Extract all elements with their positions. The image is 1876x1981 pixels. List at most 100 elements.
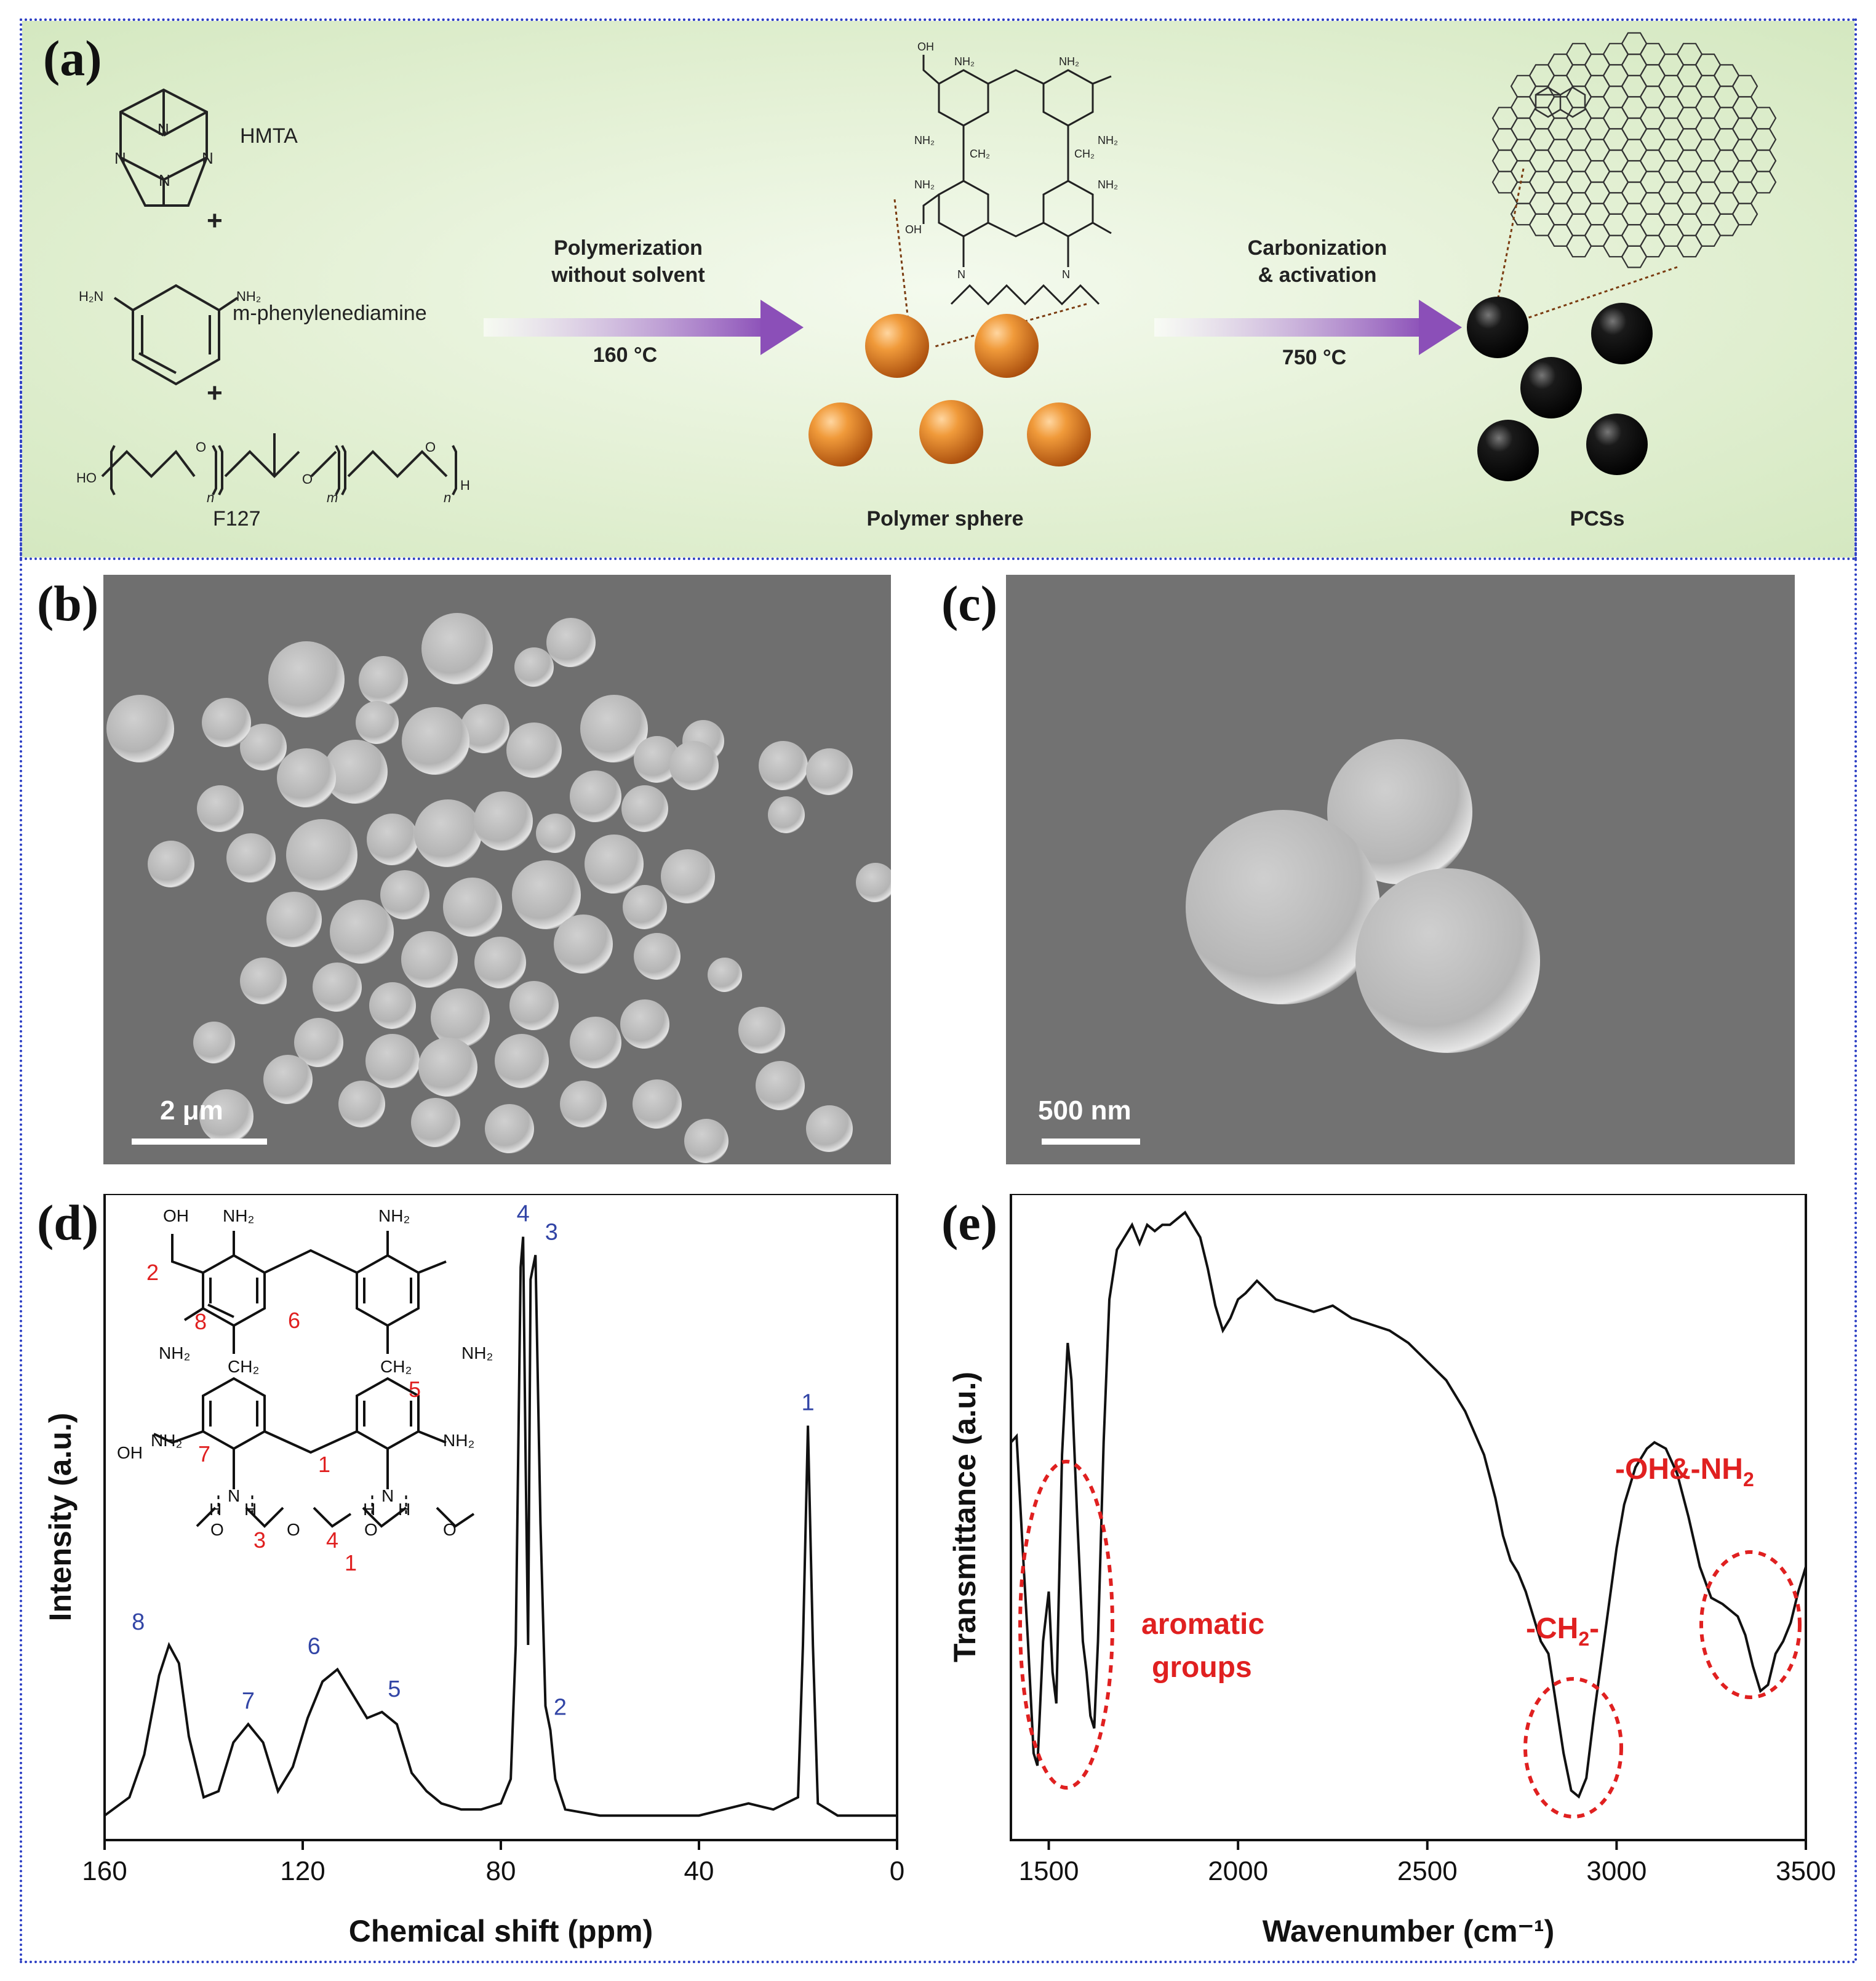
sem-sphere (474, 937, 526, 988)
sem-sphere (202, 698, 251, 747)
sem-sphere (474, 791, 533, 850)
x-tick-label: 80 (486, 1856, 516, 1886)
polymer-zoom-line-2 (932, 303, 1087, 348)
x-tick-label: 2000 (1208, 1856, 1268, 1886)
sem-sphere (380, 870, 429, 919)
sem-sphere (193, 1022, 235, 1063)
plus-sign-2: + (207, 378, 223, 408)
peak-label: 4 (517, 1201, 530, 1227)
sem-sphere (330, 900, 394, 964)
sem-sphere (106, 695, 174, 762)
sem-sphere (418, 1038, 477, 1097)
chart-d-xlabel: Chemical shift (ppm) (349, 1914, 653, 1948)
step1-temp: 160 °C (593, 343, 658, 367)
scale-bar-b (132, 1139, 267, 1145)
polymer-nh2-6: NH₂ (1098, 178, 1118, 191)
chart-d-inset-hbonds (217, 1495, 407, 1517)
inset-n-2: N (381, 1486, 394, 1505)
sem-sphere (633, 1079, 682, 1129)
sem-sphere (148, 841, 194, 887)
inset-nh2-3: NH₂ (159, 1343, 190, 1363)
chart-e-ylabel: Transmittance (a.u.) (948, 1372, 982, 1662)
x-tick-label: 120 (280, 1856, 325, 1886)
inset-ch2-1: CH₂ (228, 1357, 259, 1376)
black-sphere (1520, 357, 1582, 418)
panel-b-sem-image: 2 μm (103, 575, 891, 1164)
sem-sphere (570, 770, 621, 822)
sem-sphere (266, 892, 322, 947)
f127-structure (101, 433, 457, 495)
hmta-n2: N (114, 149, 126, 167)
sem-sphere (554, 914, 613, 974)
peak-label: 7 (242, 1689, 255, 1715)
orange-sphere (919, 400, 983, 464)
panel-b-letter: (b) (37, 575, 99, 631)
inset-num-4: 4 (326, 1527, 338, 1553)
step1-line1: Polymerization (554, 236, 703, 260)
inset-ch2-2: CH₂ (380, 1357, 412, 1376)
carbon-hexagon (1731, 74, 1758, 98)
sem-sphere (634, 736, 681, 783)
mpd-label: m-phenylenediamine (233, 302, 427, 325)
inset-nh2-5: NH₂ (151, 1431, 182, 1450)
carbon-hexagon (1731, 181, 1758, 204)
peak-label: 6 (308, 1634, 321, 1660)
sem-sphere-left (1186, 810, 1380, 1004)
x-tick-label: 0 (890, 1856, 904, 1886)
sem-sphere (199, 1089, 253, 1143)
ohnh2-ellipse (1699, 1550, 1802, 1699)
black-sphere (1586, 414, 1648, 475)
inset-num-7: 7 (198, 1441, 210, 1467)
sem-sphere (495, 1034, 549, 1088)
sem-sphere (620, 999, 669, 1049)
sem-sphere (338, 1081, 385, 1127)
peak-label: 5 (388, 1676, 401, 1702)
hmta-n1: N (158, 120, 169, 138)
hmta-n3: N (202, 149, 214, 167)
orange-sphere (1027, 402, 1091, 466)
sem-sphere (240, 958, 287, 1004)
sem-sphere (806, 1105, 853, 1152)
chart-e-xlabel: Wavenumber (cm⁻¹) (1263, 1914, 1555, 1948)
f127-o3: O (425, 439, 436, 455)
inset-n-1: N (228, 1486, 240, 1505)
inset-nh2-1: NH₂ (223, 1206, 254, 1225)
chart-d-plot-area (103, 1194, 898, 1841)
pcs-zoom-line-2 (1523, 266, 1678, 321)
inset-num-5: 5 (409, 1377, 421, 1402)
inset-h-3: H (363, 1500, 375, 1519)
panel-c-sem-image: 500 nm (1006, 575, 1795, 1164)
polymer-nh2-2: NH₂ (1059, 55, 1079, 68)
mpd-nh2-left: H₂N (79, 289, 103, 304)
inset-h-1: H (209, 1500, 222, 1519)
plus-sign-1: + (207, 206, 223, 236)
black-sphere (1467, 297, 1528, 358)
polymer-ch2-1: CH₂ (970, 148, 990, 160)
x-tick-label: 2500 (1397, 1856, 1458, 1886)
aromatic-label-line1: aromatic (1141, 1608, 1264, 1641)
peak-label: 8 (132, 1609, 145, 1635)
sem-sphere (684, 1119, 728, 1163)
hmta-n4: N (159, 171, 170, 190)
x-tick-label: 40 (684, 1856, 714, 1886)
sem-sphere (621, 785, 668, 832)
inset-num-6: 6 (288, 1308, 300, 1333)
inset-o-3: O (364, 1520, 378, 1539)
sem-sphere (367, 814, 418, 865)
inset-nh2-6: NH₂ (443, 1431, 474, 1450)
chart-e-line (1010, 1211, 1807, 1799)
f127-o1: O (196, 439, 206, 455)
sem-sphere (806, 748, 853, 795)
sem-sphere (546, 618, 596, 667)
hmta-structure (119, 88, 208, 207)
polymer-oh-top: OH (917, 41, 934, 53)
x-tick-label: 160 (82, 1856, 127, 1886)
sem-sphere (324, 740, 388, 804)
ohnh2-label: -OH&-NH2 (1615, 1453, 1754, 1491)
scale-label-c: 500 nm (1038, 1095, 1132, 1126)
panel-c-letter: (c) (941, 575, 998, 631)
pcs-zoom-line-1 (1495, 168, 1525, 311)
inset-num-8: 8 (194, 1309, 207, 1334)
chart-d-inset-structure (153, 1231, 475, 1528)
